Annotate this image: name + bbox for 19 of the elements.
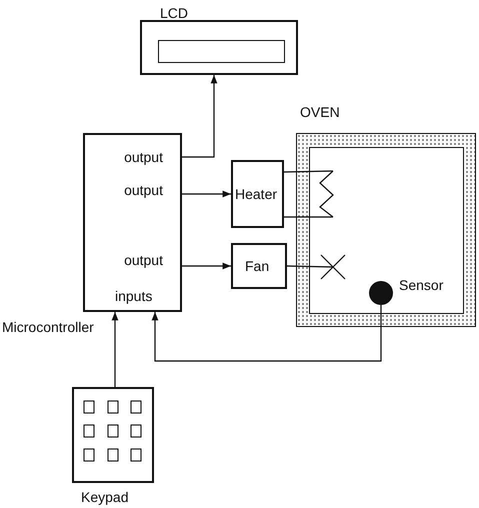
arrow xyxy=(182,190,231,198)
node-label: Heater xyxy=(235,186,278,202)
sensor-label: Sensor xyxy=(399,277,444,293)
port-label: output xyxy=(124,182,163,198)
connector-line xyxy=(284,170,334,173)
connector-line xyxy=(284,216,333,218)
node-label: Microcontroller xyxy=(2,319,94,335)
node-label: Keypad xyxy=(81,489,128,505)
node-label: OVEN xyxy=(300,104,340,120)
node-label: Fan xyxy=(245,258,270,274)
connector-line xyxy=(286,265,334,268)
arrow xyxy=(112,312,118,387)
node-label: LCD xyxy=(160,5,188,21)
port-label: output xyxy=(124,149,163,165)
arrow xyxy=(152,305,382,362)
port-label: inputs xyxy=(115,288,152,304)
arrow xyxy=(182,75,218,158)
port-label: output xyxy=(124,252,163,268)
arrow xyxy=(182,262,231,270)
